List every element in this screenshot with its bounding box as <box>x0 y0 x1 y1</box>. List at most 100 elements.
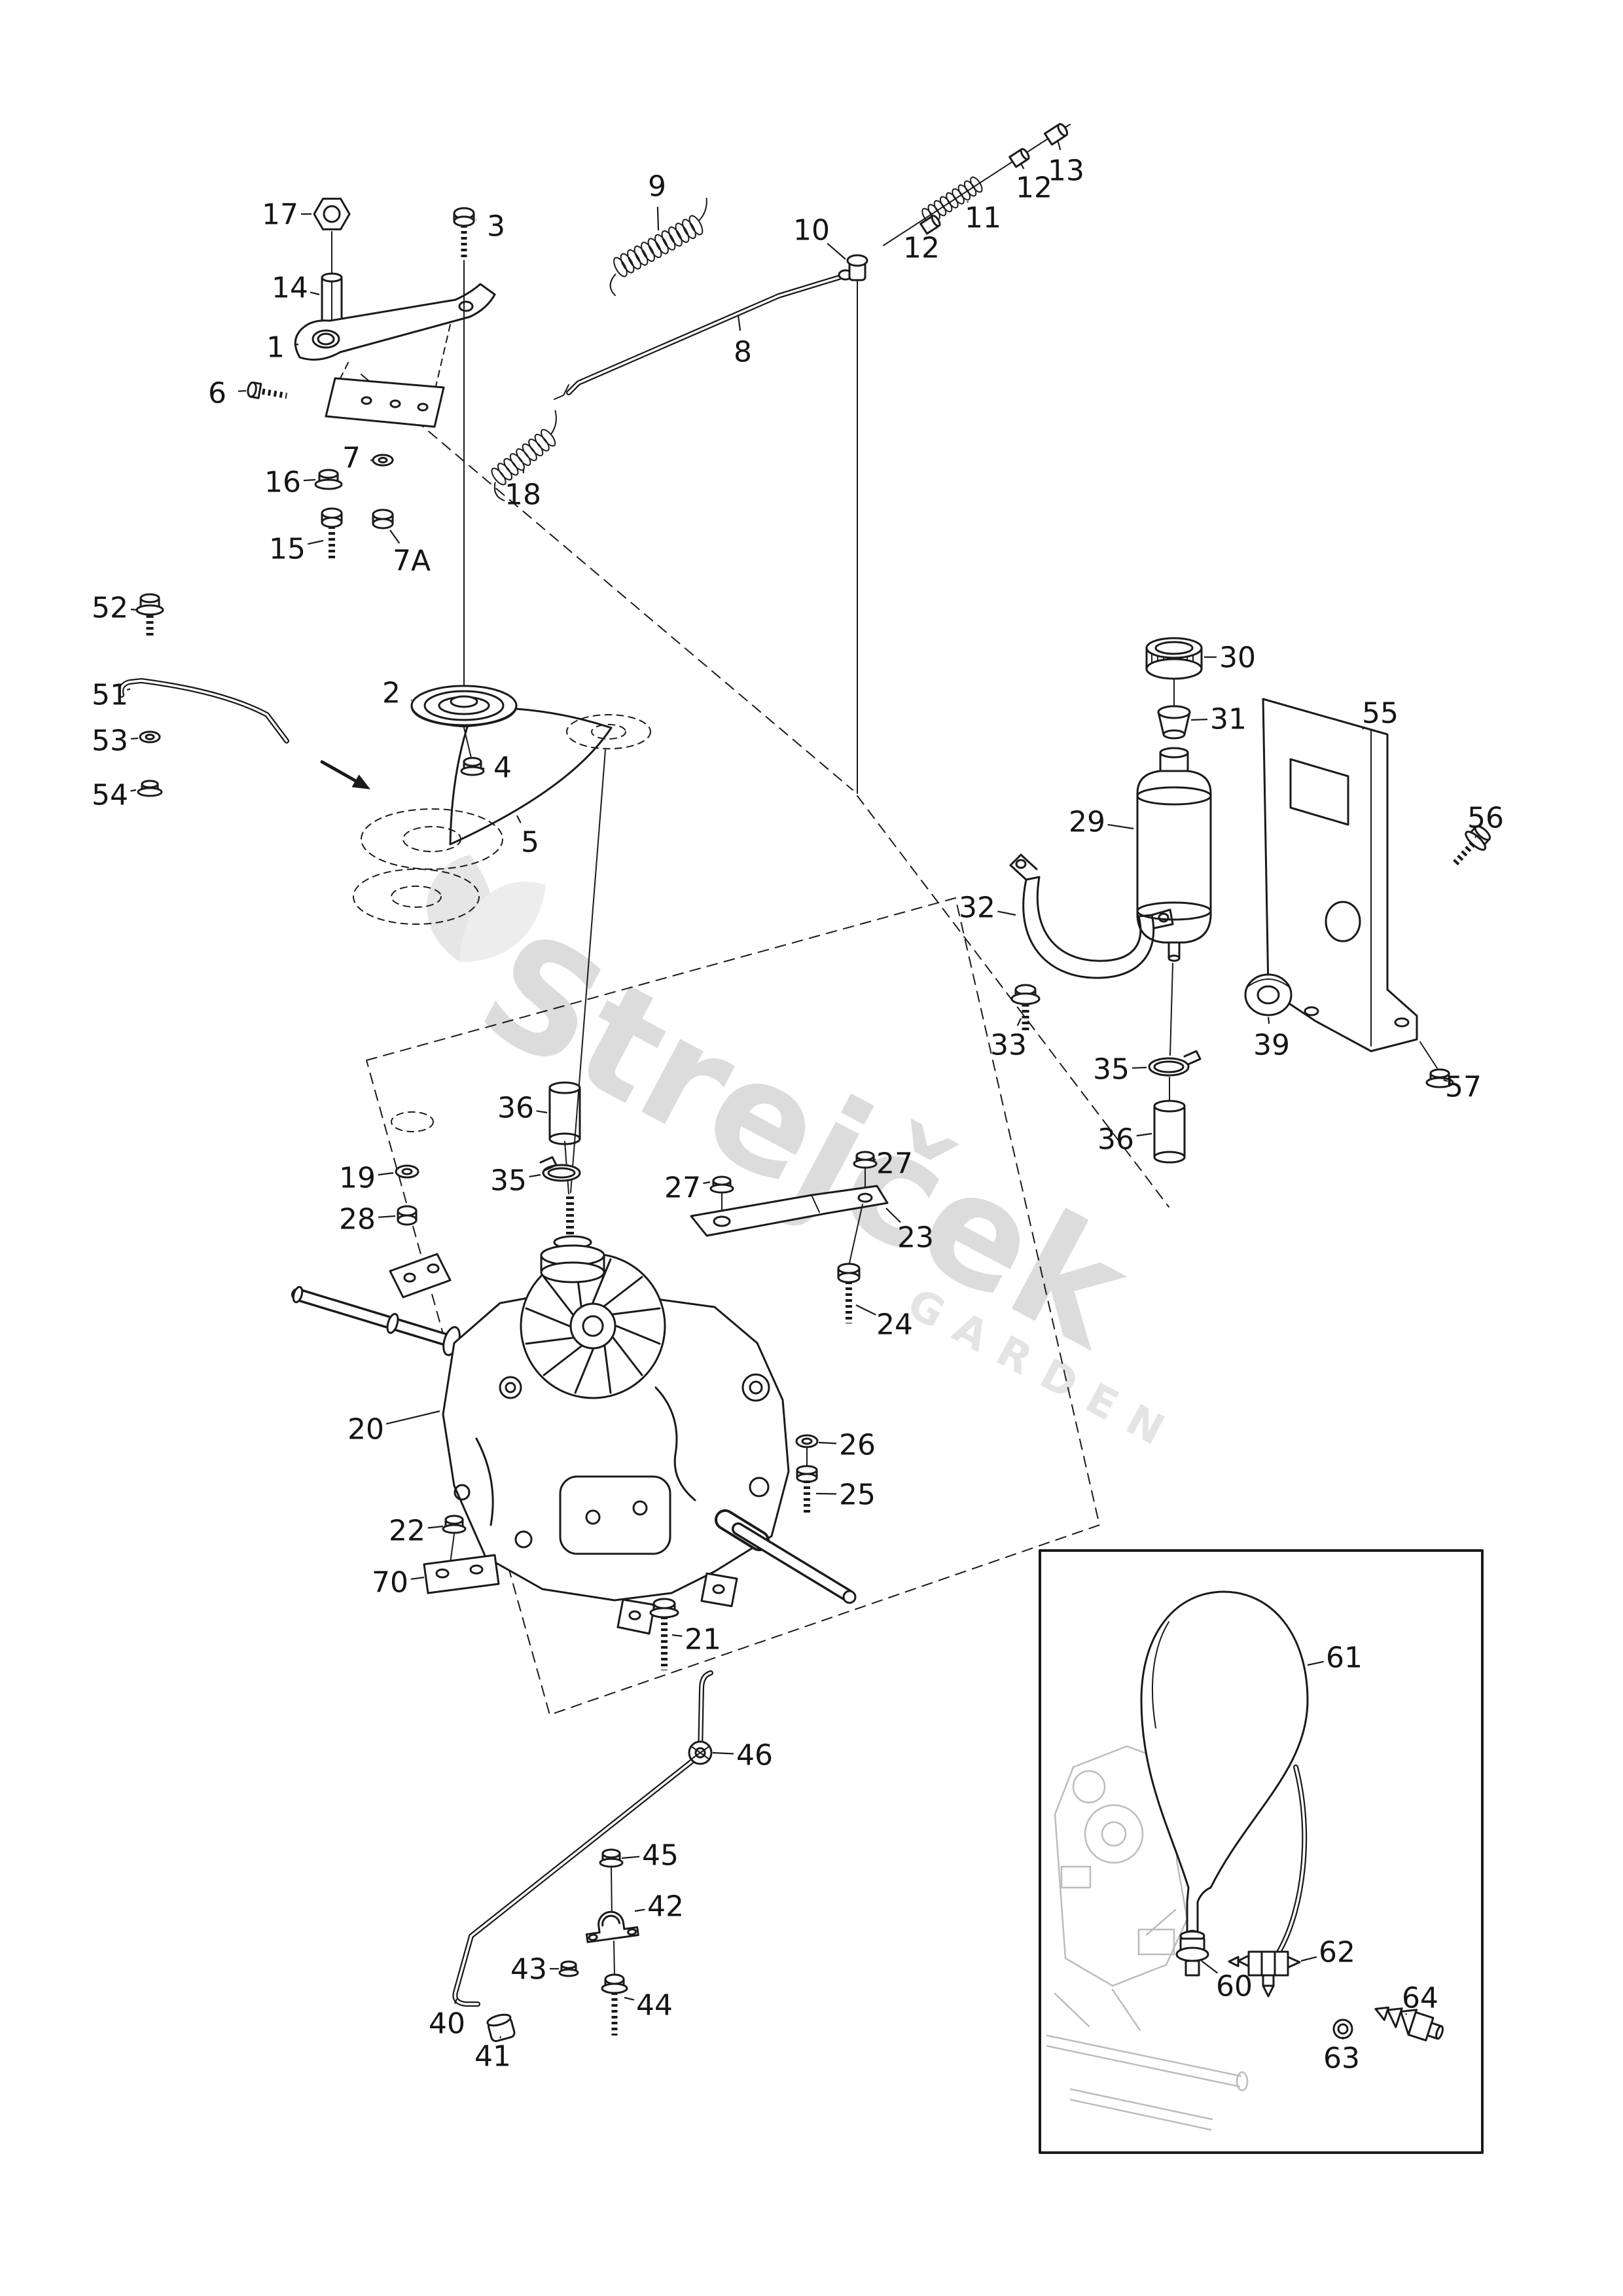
part-1-lower-bracket <box>325 377 445 428</box>
part-4-flange-nut <box>460 757 485 776</box>
callout-label-27-right: 27 <box>876 1147 913 1180</box>
leader-line-15 <box>308 539 324 545</box>
part-28-nut <box>397 1205 418 1226</box>
part-22-nut <box>442 1515 467 1564</box>
part-11-13-spring-rod <box>883 123 1071 246</box>
callout-label-28: 28 <box>339 1202 376 1236</box>
leader-line-27-left <box>703 1181 711 1185</box>
transaxle-mount-ears <box>616 1572 738 1635</box>
leader-line-54 <box>130 789 137 792</box>
leader-line-19 <box>378 1172 394 1176</box>
part-53-washer <box>139 730 161 744</box>
part-36-tube-center <box>548 1081 581 1145</box>
leader-line-8 <box>737 315 741 331</box>
callout-label-46: 46 <box>736 1738 773 1772</box>
callout-label-23: 23 <box>897 1221 934 1254</box>
callout-label-17: 17 <box>262 198 298 231</box>
leader-line-56 <box>1474 835 1477 838</box>
callout-label-56: 56 <box>1467 801 1504 834</box>
part-12-nut-lower <box>919 215 941 235</box>
part-10-ball-joint <box>846 254 868 794</box>
left-hardware <box>118 593 289 797</box>
part-26-washer <box>795 1434 819 1468</box>
leader-line-44 <box>624 1996 635 2001</box>
leader-line-21 <box>671 1634 683 1637</box>
callout-label-20: 20 <box>348 1412 384 1446</box>
callout-label-52: 52 <box>92 591 128 624</box>
part-25-bolt <box>796 1465 818 1515</box>
part-44-screw <box>601 1941 628 2036</box>
part-24-bolt <box>837 1204 863 1323</box>
inset-ghost-transaxle <box>1046 1745 1249 2131</box>
callout-label-2: 2 <box>382 676 401 709</box>
callout-label-15: 15 <box>269 532 306 565</box>
callout-label-4: 4 <box>493 751 512 784</box>
part-32-clamp-strap <box>1009 853 1174 979</box>
callout-label-13: 13 <box>1048 154 1084 187</box>
part-5-idler-plate <box>449 707 613 846</box>
part-9-spring <box>609 198 707 296</box>
callout-label-41: 41 <box>474 2039 511 2073</box>
transaxle-assembly <box>291 1196 857 1635</box>
assembly-direction-arrow <box>320 760 370 789</box>
leader-line-62 <box>1300 1956 1317 1962</box>
leader-line-24 <box>855 1304 876 1316</box>
part-30-cap <box>1145 637 1203 680</box>
leader-line-33 <box>1016 1018 1022 1026</box>
callout-label-54: 54 <box>92 778 128 812</box>
callout-label-12-mid: 12 <box>903 231 940 264</box>
callout-label-22: 22 <box>389 1514 425 1547</box>
part-17-hex-bolt <box>313 198 351 230</box>
callout-label-31: 31 <box>1210 702 1247 736</box>
part-40-rod <box>452 1670 713 2007</box>
part-35-clamp-center <box>539 1141 581 1194</box>
transaxle-input-pulley <box>540 1196 605 1283</box>
part-6-screw <box>247 381 288 399</box>
callout-label-7: 7 <box>342 441 361 475</box>
part-21-bolt <box>649 1598 679 1670</box>
control-rod-assembly <box>491 123 1071 794</box>
callout-label-32: 32 <box>959 891 995 924</box>
leader-line-35-center <box>529 1174 541 1177</box>
callout-label-30: 30 <box>1219 641 1256 674</box>
callout-label-19: 19 <box>339 1161 376 1194</box>
callout-label-11: 11 <box>965 201 1001 234</box>
leader-line-12-top <box>1020 163 1025 170</box>
callout-label-63: 63 <box>1323 2041 1360 2075</box>
leader-line-22 <box>427 1525 444 1529</box>
callout-label-1: 1 <box>266 331 285 364</box>
part-63-o-ring <box>1332 2018 1353 2039</box>
center-hardware <box>395 1081 889 1515</box>
part-7-washer <box>372 454 394 467</box>
callout-label-39: 39 <box>1253 1028 1290 1062</box>
part-29-reservoir-bottle <box>1136 747 1212 962</box>
leader-line-36-center <box>536 1110 548 1114</box>
leader-line-7A <box>389 529 401 544</box>
callout-label-61: 61 <box>1326 1641 1363 1674</box>
leader-line-53 <box>130 737 139 740</box>
callout-label-42: 42 <box>647 1890 684 1923</box>
callout-label-8: 8 <box>734 335 752 368</box>
part-36-tube-right <box>1153 1100 1186 1164</box>
part-64-barb-fitting <box>1374 2006 1444 2041</box>
transaxle-mount-lug <box>389 1253 452 1299</box>
leader-line-52 <box>130 608 139 611</box>
leader-line-36-right <box>1136 1132 1152 1137</box>
leader-line-45 <box>621 1856 640 1859</box>
part-33-screw <box>1010 984 1041 1030</box>
callout-label-36-center: 36 <box>497 1091 534 1124</box>
leader-line-60 <box>1201 1960 1219 1974</box>
part-13-nut <box>1043 123 1069 146</box>
callout-label-35-right: 35 <box>1093 1052 1130 1086</box>
part-27-nut-left <box>709 1175 734 1217</box>
part-39-grommet <box>1244 973 1293 1016</box>
callout-label-36-right: 36 <box>1097 1122 1134 1156</box>
leader-line-29 <box>1107 823 1134 830</box>
part-51-rod <box>118 678 289 744</box>
transaxle-right-axle <box>715 1509 857 1604</box>
callout-label-27-left: 27 <box>664 1171 701 1204</box>
callout-label-7A: 7A <box>393 544 431 577</box>
part-3-screw <box>453 207 475 685</box>
callout-label-10: 10 <box>793 213 830 247</box>
callout-label-62: 62 <box>1319 1935 1355 1969</box>
